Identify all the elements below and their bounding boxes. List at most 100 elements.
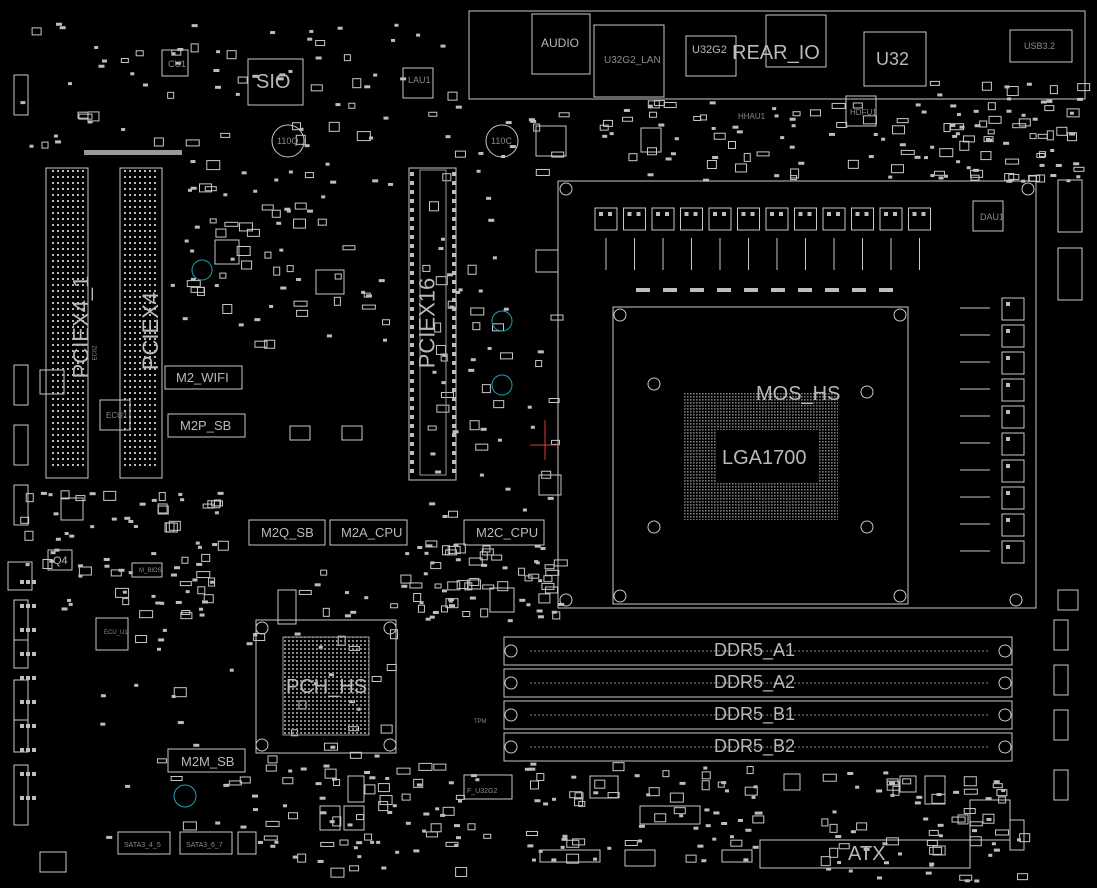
pad: [77, 254, 79, 256]
pad: [72, 356, 74, 358]
ic: [899, 775, 917, 793]
pad: [149, 254, 151, 256]
pad: [124, 188, 126, 190]
pad: [149, 224, 151, 226]
pad: [144, 374, 146, 376]
pad: [57, 428, 59, 430]
right-header: [1053, 769, 1069, 801]
pad: [134, 368, 136, 370]
pad: [62, 206, 64, 208]
pad: [139, 200, 141, 202]
pad: [144, 416, 146, 418]
pad: [67, 82, 72, 86]
pad: [124, 176, 126, 178]
pad: [593, 791, 599, 795]
pad: [1006, 410, 1010, 414]
pad: [452, 316, 456, 320]
pad: [32, 748, 36, 752]
pad: [62, 398, 64, 400]
pad: [914, 155, 921, 159]
pad: [481, 563, 488, 567]
pad: [62, 218, 64, 220]
pad: [1039, 163, 1045, 167]
pad: [57, 176, 59, 178]
pad: [124, 422, 126, 424]
pad: [889, 781, 896, 785]
pad: [636, 212, 641, 216]
pad: [129, 212, 131, 214]
pad: [82, 380, 84, 382]
pad: [149, 200, 151, 202]
pad: [77, 248, 79, 250]
pad: [540, 546, 546, 550]
pad: [537, 350, 544, 354]
pad: [154, 350, 156, 352]
pad: [144, 356, 146, 358]
pad: [955, 132, 960, 136]
pad: [288, 69, 293, 73]
pad: [195, 541, 200, 545]
passive: [379, 795, 393, 806]
pad: [139, 296, 141, 298]
pad: [190, 277, 196, 281]
pad: [543, 802, 549, 806]
pad: [72, 452, 74, 454]
pad: [77, 356, 79, 358]
pad: [52, 404, 54, 406]
pad: [1069, 111, 1074, 115]
passive: [201, 553, 211, 562]
pad: [154, 326, 156, 328]
passive: [756, 151, 770, 157]
pad: [67, 374, 69, 376]
pad: [20, 796, 24, 800]
pad: [429, 502, 436, 506]
pad: [62, 332, 64, 334]
pad: [372, 179, 379, 183]
passive: [533, 123, 541, 132]
pad: [139, 218, 141, 220]
pad: [139, 212, 141, 214]
passive: [77, 111, 89, 119]
ic: [277, 589, 297, 625]
pad: [693, 212, 698, 216]
passive: [706, 160, 717, 170]
pad: [139, 260, 141, 262]
passive: [322, 607, 330, 617]
pad: [134, 218, 136, 220]
pad: [82, 464, 84, 466]
passive: [959, 140, 970, 151]
passive: [963, 808, 976, 815]
passive: [442, 806, 455, 816]
pad: [62, 272, 64, 274]
pad: [214, 511, 219, 515]
pad: [57, 242, 59, 244]
pad: [178, 492, 183, 496]
passive: [182, 821, 197, 831]
left-header: [13, 424, 29, 466]
pad: [129, 410, 131, 412]
pad: [57, 446, 59, 448]
pad: [67, 428, 69, 430]
pad: [711, 126, 716, 130]
pad: [705, 824, 711, 828]
u32g2-label: U32G2: [692, 44, 727, 56]
pad: [154, 392, 156, 394]
pad: [67, 170, 69, 172]
pad: [139, 344, 141, 346]
passive: [179, 581, 192, 587]
pad: [129, 224, 131, 226]
passive: [1037, 133, 1048, 139]
pad: [149, 458, 151, 460]
pad: [144, 338, 146, 340]
pad: [410, 370, 414, 374]
pad: [952, 134, 958, 138]
pad: [72, 242, 74, 244]
pad: [476, 169, 481, 173]
pad: [57, 248, 59, 250]
pad: [883, 861, 889, 865]
coil-110q-label: 110Q: [277, 136, 299, 146]
pad: [62, 350, 64, 352]
pad: [154, 248, 156, 250]
pad: [155, 601, 162, 605]
pad: [52, 284, 54, 286]
